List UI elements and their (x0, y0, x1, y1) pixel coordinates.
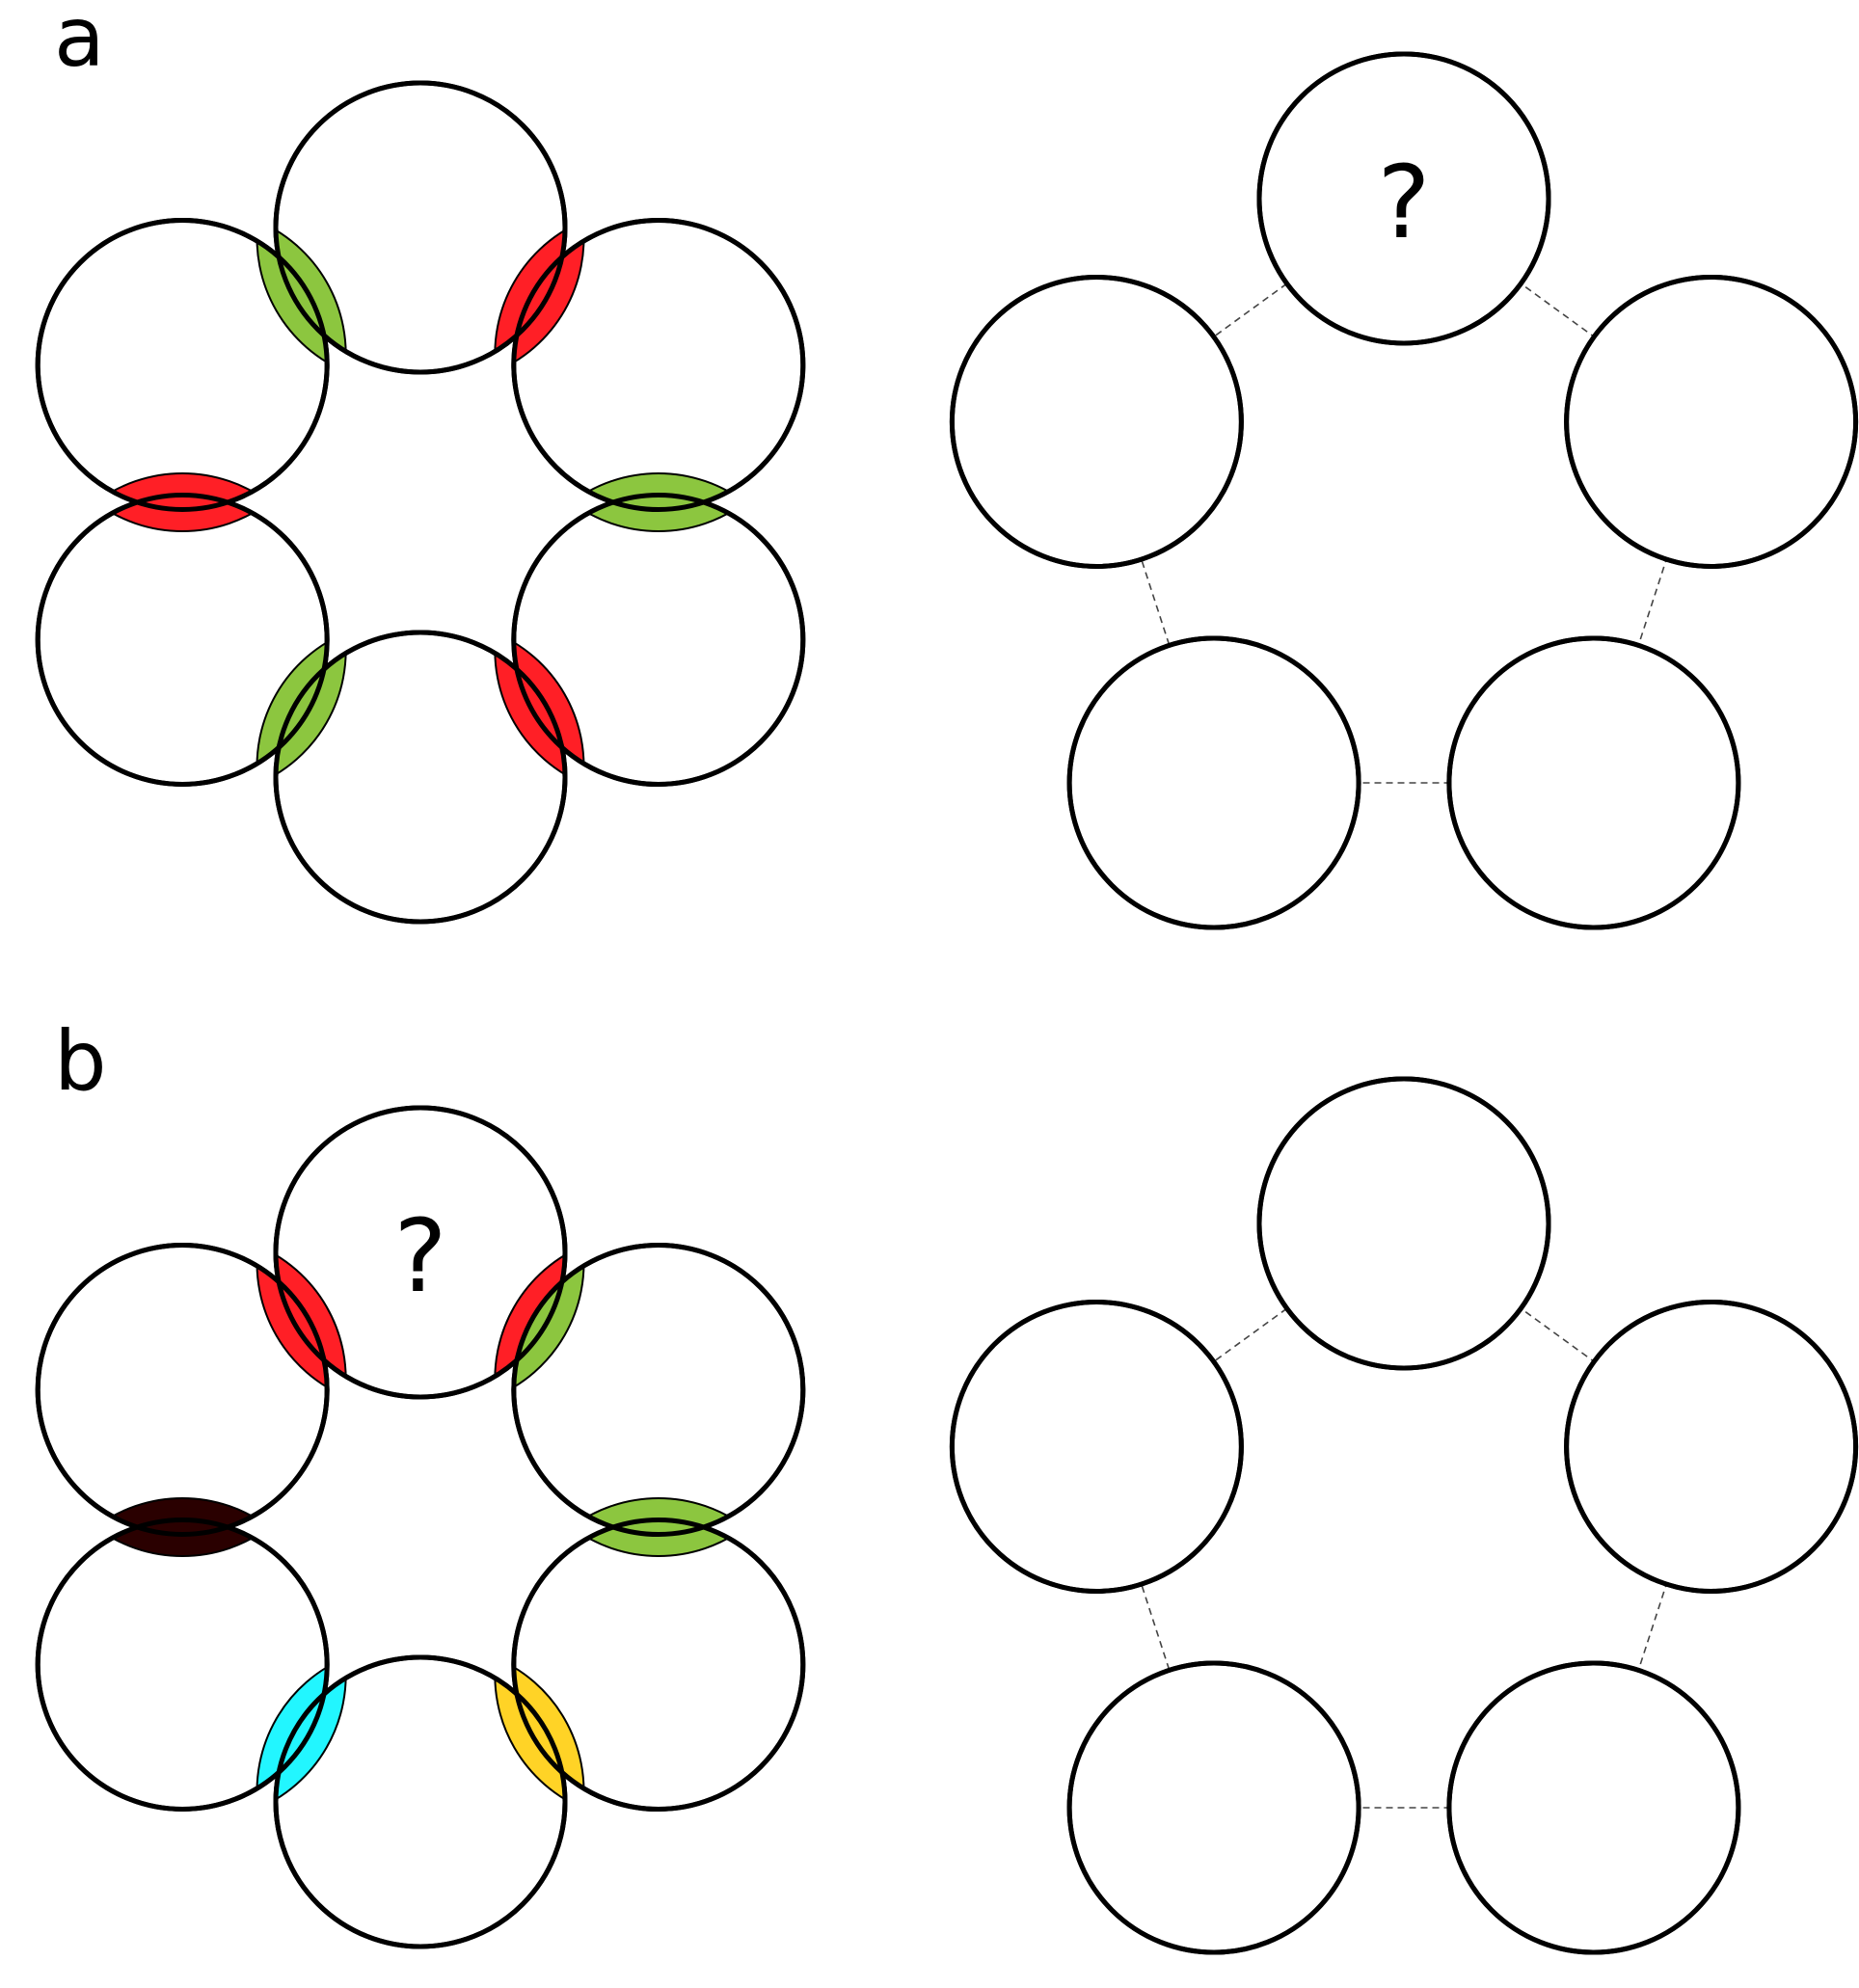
ring-circle-outline (949, 1299, 1244, 1594)
ring-circle-outline (1256, 51, 1551, 346)
ring-circle-outline (273, 630, 568, 925)
ring-circle-outline (1564, 274, 1859, 569)
ring-circle-outline (273, 1105, 568, 1400)
contact-patch-green (1073, 568, 1238, 637)
ring-circle-outline (511, 218, 806, 512)
panel-label-a: a (54, 0, 105, 86)
unknown-mark: ? (1377, 144, 1430, 261)
unknown-mark: ? (393, 1197, 446, 1315)
ring-b-1: ? (35, 1105, 806, 1949)
ring-circle-outline (273, 1654, 568, 1949)
ring-circle-outline (1564, 1299, 1859, 1594)
contact-patch-dark (1073, 1593, 1238, 1662)
ring-circle-outline (35, 218, 330, 512)
ring-circle-outline (35, 493, 330, 787)
ring-circle-outline (273, 80, 568, 375)
ring-circle-outline (35, 1518, 330, 1812)
ring-circle-outline (511, 493, 806, 787)
contact-patch-dark (1073, 1593, 1238, 1662)
ring-circle-outline (1446, 1660, 1741, 1955)
panel-label-b: b (54, 1013, 107, 1110)
ring-circle-outline (511, 1518, 806, 1812)
ring-circle-outline (35, 1243, 330, 1537)
ring-circle-outline (1066, 1660, 1361, 1955)
contact-patch-red (1073, 568, 1238, 637)
ring-circle-outline (511, 1243, 806, 1537)
ring-circle-outline (1066, 635, 1361, 930)
ring-a-1 (35, 80, 806, 925)
ring-b-2 (949, 1076, 1859, 1955)
ring-circle-outline (1256, 1076, 1551, 1371)
ring-circle-outline (949, 274, 1244, 569)
ring-a-2: ? (949, 51, 1859, 930)
panel-a: a ? (35, 0, 1859, 930)
ring-circle-outline (1446, 635, 1741, 930)
panel-b: b ? (35, 1013, 1859, 1955)
